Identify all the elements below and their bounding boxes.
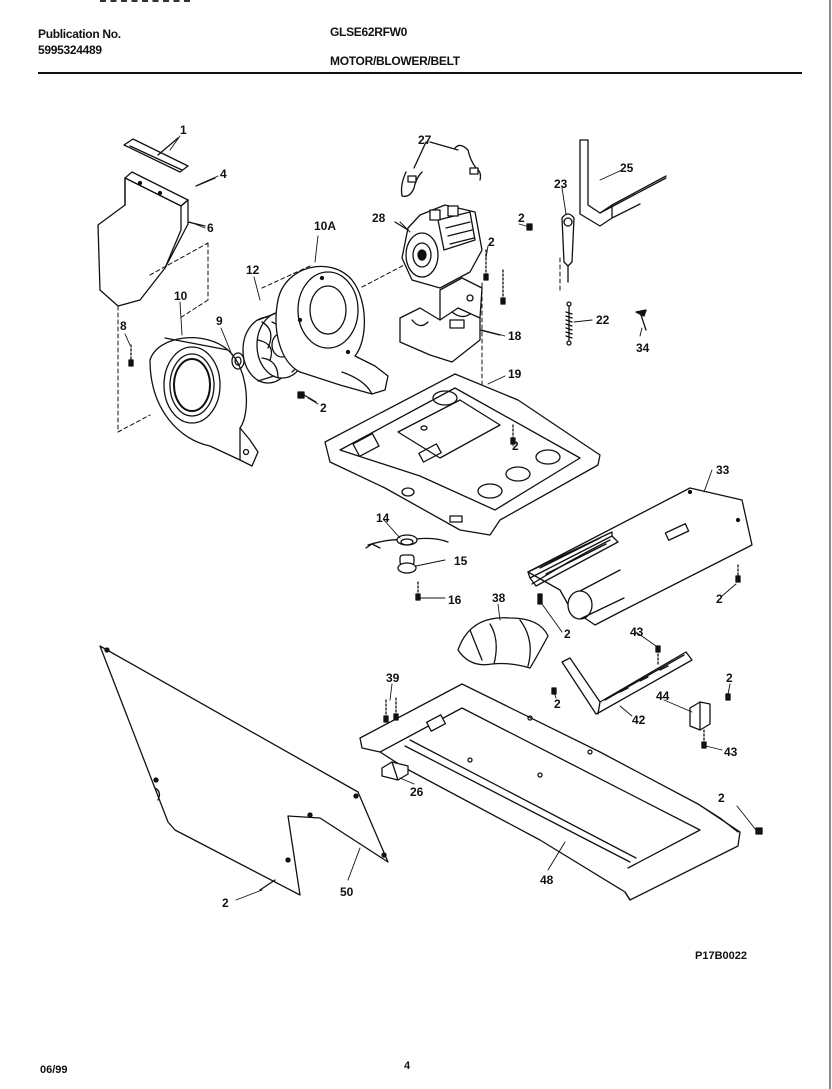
callout-2e: 2 bbox=[716, 592, 723, 606]
callout-2h: 2 bbox=[726, 671, 733, 685]
part-screw-blower bbox=[297, 391, 317, 403]
publication-number: 5995324489 bbox=[38, 43, 102, 57]
model-number: GLSE62RFW0 bbox=[330, 25, 408, 39]
callout-34: 34 bbox=[636, 341, 650, 355]
callout-28: 28 bbox=[372, 211, 386, 225]
callout-50: 50 bbox=[340, 885, 354, 899]
callout-8: 8 bbox=[120, 319, 127, 333]
part-base-plate bbox=[324, 373, 601, 536]
diagram-code: P17B0022 bbox=[695, 950, 747, 962]
part-clip bbox=[689, 693, 731, 749]
callout-2c: 2 bbox=[518, 211, 525, 225]
callout-12: 12 bbox=[246, 263, 260, 277]
callout-10a: 10A bbox=[314, 219, 336, 233]
part-drive-motor bbox=[394, 204, 483, 289]
callout-9: 9 bbox=[216, 314, 223, 328]
callout-2b: 2 bbox=[488, 235, 495, 249]
section-title: MOTOR/BLOWER/BELT bbox=[330, 54, 460, 68]
callout-10: 10 bbox=[174, 289, 188, 303]
callout-2f: 2 bbox=[564, 627, 571, 641]
part-terminal-block bbox=[381, 761, 409, 781]
part-duct-elbow bbox=[457, 617, 549, 669]
part-motor-screws bbox=[483, 223, 533, 305]
callout-15: 15 bbox=[454, 554, 468, 568]
callout-14: 14 bbox=[376, 511, 390, 525]
callout-48: 48 bbox=[540, 873, 554, 887]
part-idler-pulley bbox=[365, 534, 449, 601]
part-blower-back-plate bbox=[275, 265, 389, 395]
part-exhaust-duct bbox=[97, 171, 216, 307]
callout-44: 44 bbox=[656, 689, 670, 703]
top-scan-mark bbox=[100, 0, 190, 5]
part-motor-mount bbox=[399, 277, 501, 363]
callout-2a: 2 bbox=[320, 401, 327, 415]
callout-22: 22 bbox=[596, 313, 610, 327]
callout-1: 1 bbox=[180, 123, 187, 137]
part-idler-bracket bbox=[579, 139, 667, 227]
leader-lines bbox=[124, 135, 757, 901]
callout-43b: 43 bbox=[724, 745, 738, 759]
part-rear-duct-panel bbox=[527, 487, 753, 626]
part-base-pan bbox=[359, 683, 763, 901]
callout-23: 23 bbox=[554, 177, 568, 191]
callout-26: 26 bbox=[410, 785, 424, 799]
callout-4: 4 bbox=[220, 167, 227, 181]
part-support-rail bbox=[551, 645, 693, 715]
callout-2d: 2 bbox=[512, 439, 519, 453]
callout-16: 16 bbox=[448, 593, 462, 607]
callout-38: 38 bbox=[492, 591, 506, 605]
callout-18: 18 bbox=[508, 329, 522, 343]
callout-labels: 1 4 6 10A 12 10 8 9 2 27 28 2 2 23 25 22… bbox=[120, 123, 738, 910]
publication-date: 06/99 bbox=[40, 1064, 68, 1076]
part-access-panel bbox=[99, 645, 389, 896]
callout-19: 19 bbox=[508, 367, 522, 381]
callout-43a: 43 bbox=[630, 625, 644, 639]
callout-6: 6 bbox=[207, 221, 214, 235]
part-motor-wires bbox=[400, 141, 482, 197]
part-exhaust-tube bbox=[537, 569, 625, 620]
part-screw-8 bbox=[128, 344, 134, 367]
header-rule bbox=[38, 72, 802, 74]
part-screw-34 bbox=[635, 309, 647, 331]
part-blower-housing bbox=[149, 337, 259, 467]
callout-25: 25 bbox=[620, 161, 634, 175]
publication-label: Publication No. bbox=[38, 27, 121, 41]
callout-42: 42 bbox=[632, 713, 646, 727]
page-edge bbox=[829, 0, 831, 1089]
page-number: 4 bbox=[404, 1060, 411, 1072]
callout-27: 27 bbox=[418, 133, 432, 147]
part-idler-arm bbox=[561, 213, 575, 283]
callout-33: 33 bbox=[716, 463, 730, 477]
callout-2g: 2 bbox=[554, 697, 561, 711]
part-idler-spring bbox=[565, 301, 573, 346]
part-vent-strip bbox=[123, 137, 189, 173]
callout-2i: 2 bbox=[718, 791, 725, 805]
leader-dashes bbox=[117, 242, 561, 433]
callout-2j: 2 bbox=[222, 896, 229, 910]
callout-39: 39 bbox=[386, 671, 400, 685]
